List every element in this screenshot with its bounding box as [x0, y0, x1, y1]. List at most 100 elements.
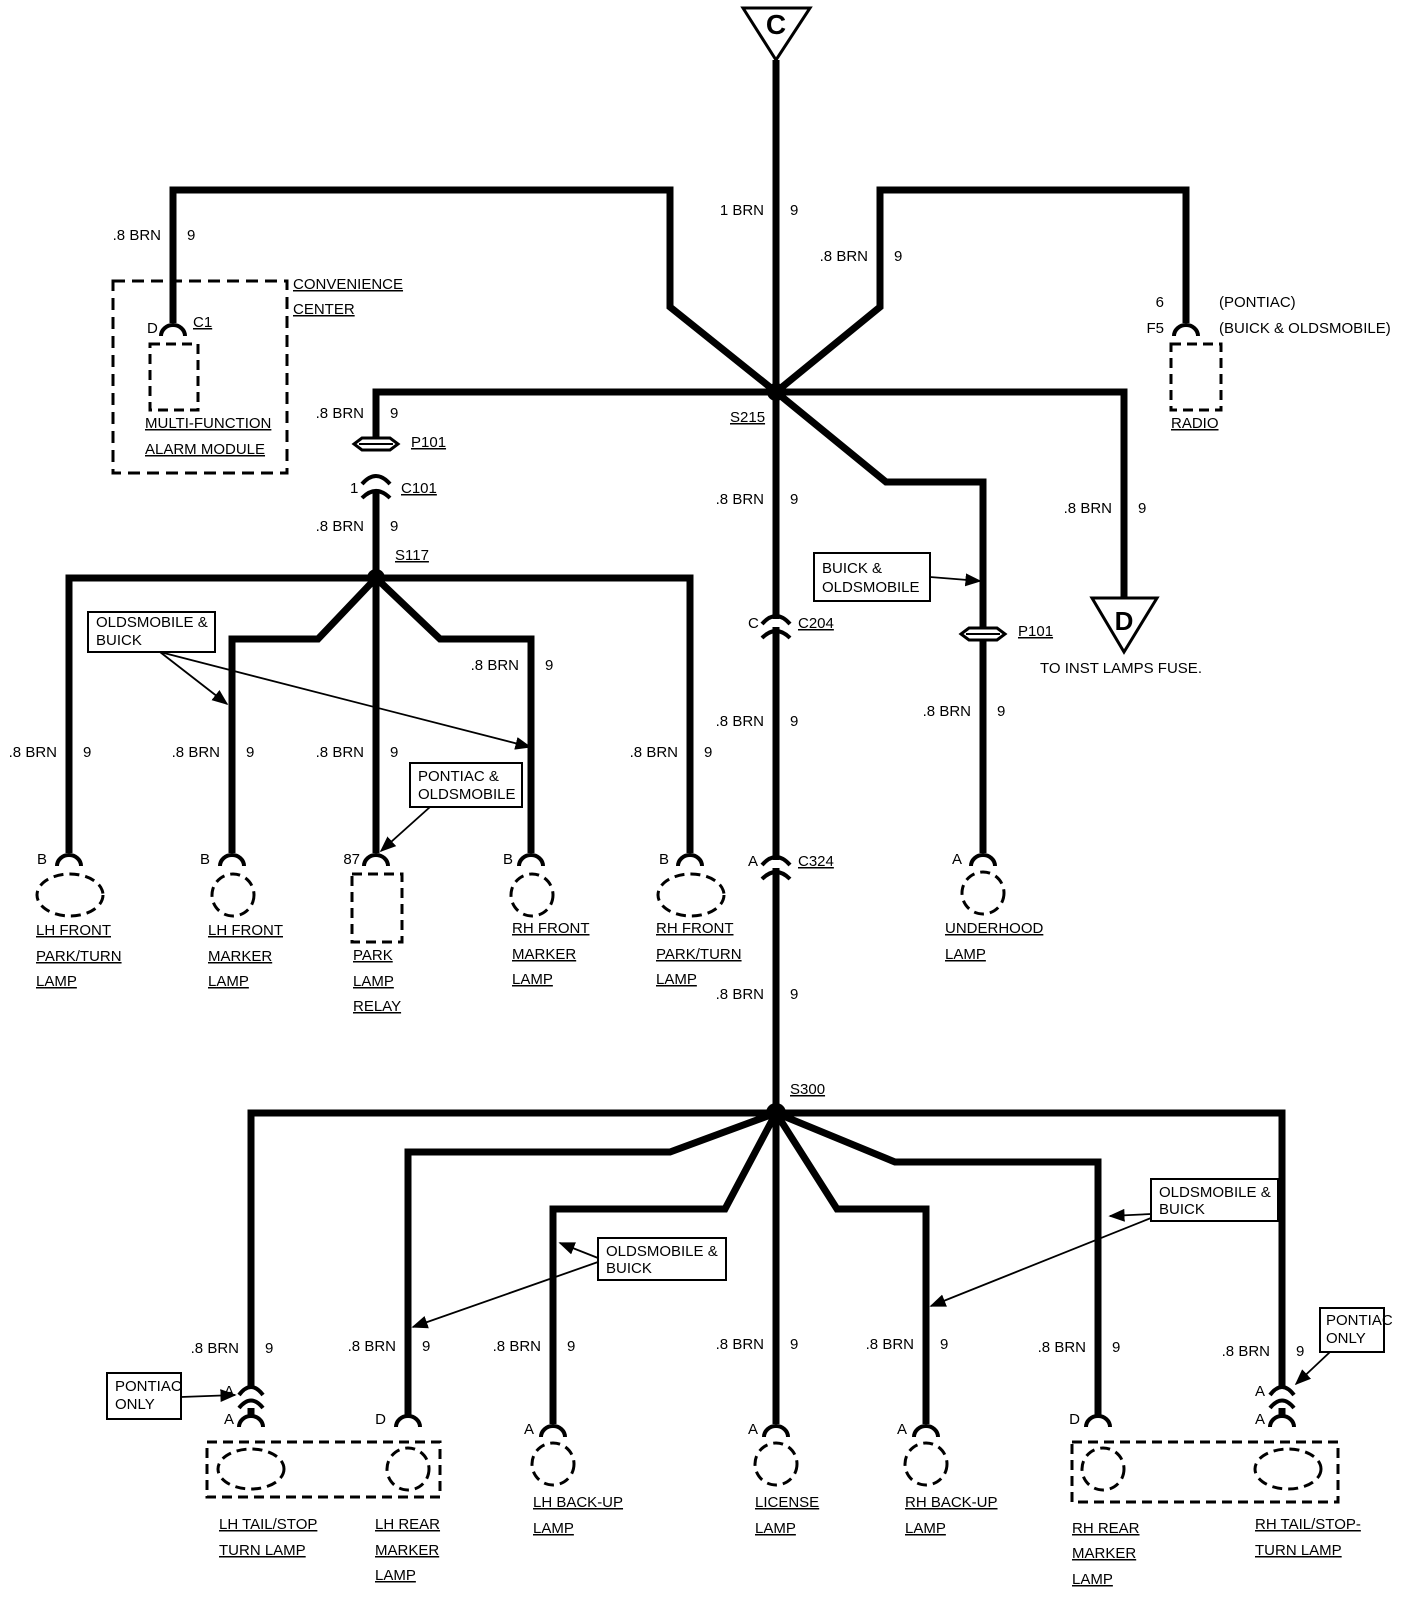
c101-label: C101	[401, 480, 437, 497]
wire-lh-tail-gauge: .8 BRN	[191, 1340, 239, 1357]
rh-backup-lamp	[903, 1441, 949, 1487]
wire-lh-rear-marker	[404, 1109, 778, 1415]
wire-rh-front-marker	[373, 575, 535, 853]
wire-underhood-circuit: 9	[997, 703, 1005, 720]
lh-backup-lamp	[530, 1441, 576, 1487]
wire-c204-c324-circuit: 9	[790, 713, 798, 730]
note-po-relay-l1: PONTIAC &	[418, 768, 499, 785]
wire-rh-tail-gauge: .8 BRN	[1222, 1343, 1270, 1360]
lh-rear-lamp-housing	[205, 1440, 442, 1499]
rh-tail-l1: RH TAIL/STOP-	[1255, 1516, 1361, 1533]
conv-center-line2: CENTER	[293, 301, 355, 318]
alarm-module-line1: MULTI-FUNCTION	[145, 415, 271, 432]
radio: 6 F5 (PONTIAC) (BUICK & OLDSMOBILE) RADI…	[1146, 294, 1390, 432]
wire-relay-circuit: 9	[390, 744, 398, 761]
c324-label: C324	[798, 853, 834, 870]
note-ob-front-l2: BUICK	[96, 632, 142, 649]
splice-s117-dot	[367, 569, 385, 587]
pin-lh-park: B	[37, 851, 47, 868]
wire-rh-backup	[773, 1111, 930, 1424]
pin-lh-backup: A	[524, 1421, 534, 1438]
p101-left-connector: P101	[351, 434, 446, 452]
rh-front-park-lamp	[656, 872, 726, 918]
license-l2: LAMP	[755, 1520, 796, 1537]
pin-rh-park: B	[659, 851, 669, 868]
lh-tail-l2: TURN LAMP	[219, 1542, 306, 1559]
wire-conv-circuit: 9	[187, 227, 195, 244]
rh-front-park-l1: RH FRONT	[656, 920, 734, 937]
note-bo-p101-l2: OLDSMOBILE	[822, 579, 920, 596]
lh-rear-marker-lamp	[385, 1446, 431, 1492]
wire-lh-backup-gauge: .8 BRN	[493, 1338, 541, 1355]
c101-connector	[360, 474, 392, 500]
wire-radio-gauge: .8 BRN	[820, 248, 868, 265]
lh-front-park-l2: PARK/TURN	[36, 948, 122, 965]
alarm-module-box	[148, 342, 200, 412]
connector-d-label: D	[1115, 606, 1134, 636]
c101-pin: 1	[350, 480, 358, 497]
lh-front-marker-l3: LAMP	[208, 973, 249, 990]
note-pontiac-left-l2: ONLY	[115, 1396, 155, 1413]
underhood-l1: UNDERHOOD	[945, 920, 1044, 937]
wire-lh-front-park	[65, 574, 376, 853]
connector-c-label: C	[766, 9, 786, 40]
connector-gaps	[360, 479, 792, 868]
wire-lh-backup-circuit: 9	[567, 1338, 575, 1355]
rear-lamp-pins: A A D A A A D A A	[224, 1383, 1265, 1438]
pin-lh-tail-a2: A	[224, 1411, 234, 1428]
pin-lh-rear-marker: D	[375, 1411, 386, 1428]
lh-backup-l1: LH BACK-UP	[533, 1494, 623, 1511]
license-l1: LICENSE	[755, 1494, 819, 1511]
rh-front-marker-lamp	[509, 872, 555, 918]
radio-pin-bo: F5	[1146, 320, 1164, 337]
rh-front-park-l2: PARK/TURN	[656, 946, 742, 963]
note-po-relay-l2: OLDSMOBILE	[418, 786, 516, 803]
pin-lh-marker: B	[200, 851, 210, 868]
convenience-center: CONVENIENCE CENTER D C1 MULTI-FUNCTION A…	[111, 276, 403, 475]
connector-d: D TO INST LAMPS FUSE.	[1040, 596, 1202, 677]
wires	[65, 60, 1286, 1424]
pin-rh-tail-a1: A	[1255, 1383, 1265, 1400]
wire-to-connector-d	[776, 388, 1128, 598]
note-ob-front-l1: OLDSMOBILE &	[96, 614, 208, 631]
wire-rh-park-circuit: 9	[704, 744, 712, 761]
lh-tail-l1: LH TAIL/STOP	[219, 1516, 317, 1533]
lh-front-park-l3: LAMP	[36, 973, 77, 990]
wire-lh-backup	[549, 1111, 780, 1424]
rh-rear-marker-lamp	[1080, 1446, 1126, 1492]
pin-rh-backup: A	[897, 1421, 907, 1438]
lh-front-marker-l2: MARKER	[208, 948, 272, 965]
park-lamp-relay	[350, 872, 404, 944]
note-box-po-relay	[409, 762, 523, 808]
lh-front-park-l1: LH FRONT	[36, 922, 111, 939]
note-boxes	[87, 552, 1385, 1420]
pin-relay: 87	[343, 851, 360, 868]
radio-pin-pontiac: 6	[1156, 294, 1164, 311]
splice-s215-dot	[767, 383, 785, 401]
wire-lh-marker-gauge: .8 BRN	[172, 744, 220, 761]
tail-mid-stroke	[247, 1408, 1286, 1418]
note-box-ob-front	[87, 611, 216, 653]
note-box-ob-rear-right	[1150, 1178, 1279, 1222]
alarm-conn: C1	[193, 314, 212, 331]
lh-rear-marker-l1: LH REAR	[375, 1516, 440, 1533]
rear-lamp-labels: LH TAIL/STOP TURN LAMP LH REAR MARKER LA…	[219, 1494, 1361, 1588]
lh-rear-marker-l2: MARKER	[375, 1542, 439, 1559]
wire-to-radio	[773, 186, 1190, 395]
front-lamp-bodies	[35, 870, 1006, 944]
wire-relay-gauge: .8 BRN	[316, 744, 364, 761]
note-texts: BUICK & OLDSMOBILE OLDSMOBILE & BUICK PO…	[96, 560, 1393, 1413]
pin-rh-tail-a2: A	[1255, 1411, 1265, 1428]
rh-backup-l1: RH BACK-UP	[905, 1494, 998, 1511]
lh-front-marker-l1: LH FRONT	[208, 922, 283, 939]
wire-rh-backup-gauge: .8 BRN	[866, 1336, 914, 1353]
wire-labels: 1 BRN 9 .8 BRN 9 .8 BRN 9 .8 BRN 9 .8 BR…	[9, 202, 1305, 1360]
wire-rh-park-gauge: .8 BRN	[630, 744, 678, 761]
wire-rh-rear-marker-circuit: 9	[1112, 1339, 1120, 1356]
wire-c324-s300-gauge: .8 BRN	[716, 986, 764, 1003]
wire-to-d-circuit: 9	[1138, 500, 1146, 517]
radio-note-pontiac: (PONTIAC)	[1219, 294, 1296, 311]
wire-radio-circuit: 9	[894, 248, 902, 265]
wire-main-top-circuit: 9	[790, 202, 798, 219]
